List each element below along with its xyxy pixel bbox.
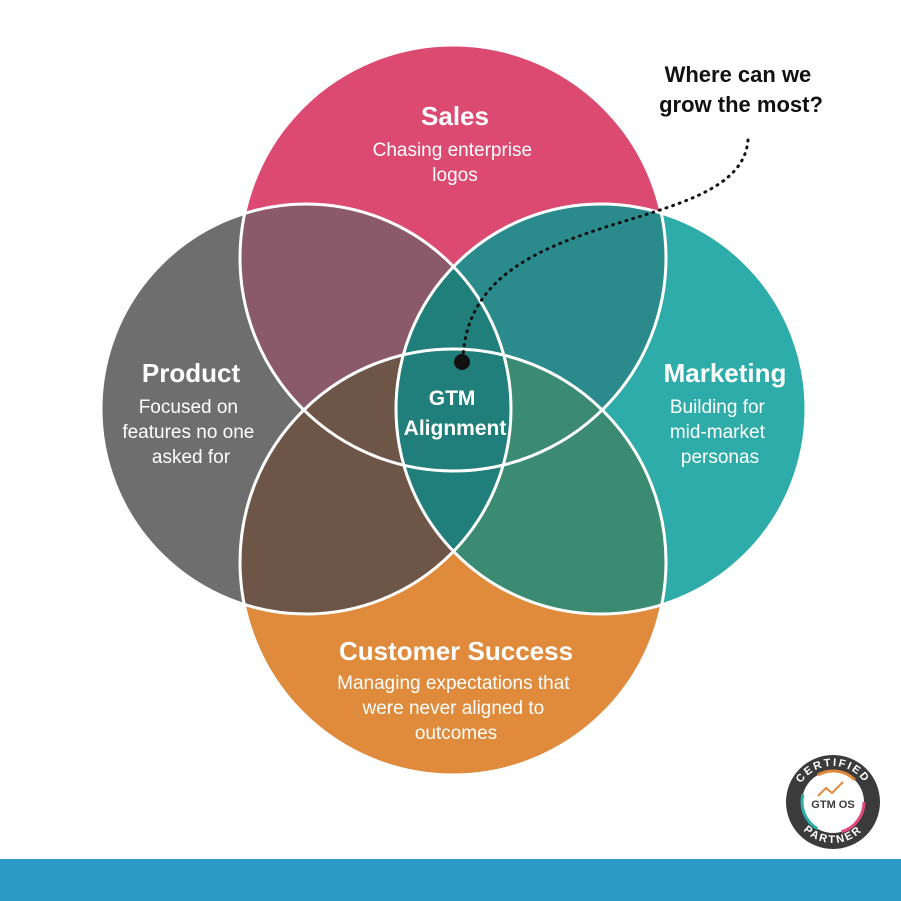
sales-title: Sales bbox=[421, 101, 489, 131]
sales-description: Chasing enterprise logos bbox=[373, 140, 538, 186]
marketing-title: Marketing bbox=[664, 358, 787, 388]
product-description: Focused on features no one asked for bbox=[122, 397, 259, 468]
customer-success-description: Managing expectations that were never al… bbox=[337, 673, 575, 744]
badge-logo-text: GTM OS bbox=[811, 799, 854, 811]
product-title: Product bbox=[142, 358, 241, 388]
gtm-alignment-label: GTM Alignment bbox=[404, 387, 507, 440]
callout-dotted-line bbox=[461, 138, 750, 360]
callout-dot bbox=[454, 354, 470, 370]
certified-partner-badge: CERTIFIED GTM OS PARTNER bbox=[783, 752, 883, 852]
marketing-description: Building for mid-market personas bbox=[670, 397, 770, 468]
customer-success-title: Customer Success bbox=[339, 636, 573, 666]
callout-text: Where can we grow the most? bbox=[659, 62, 823, 117]
growth-chart-icon bbox=[817, 781, 844, 797]
bottom-bar bbox=[0, 859, 901, 901]
